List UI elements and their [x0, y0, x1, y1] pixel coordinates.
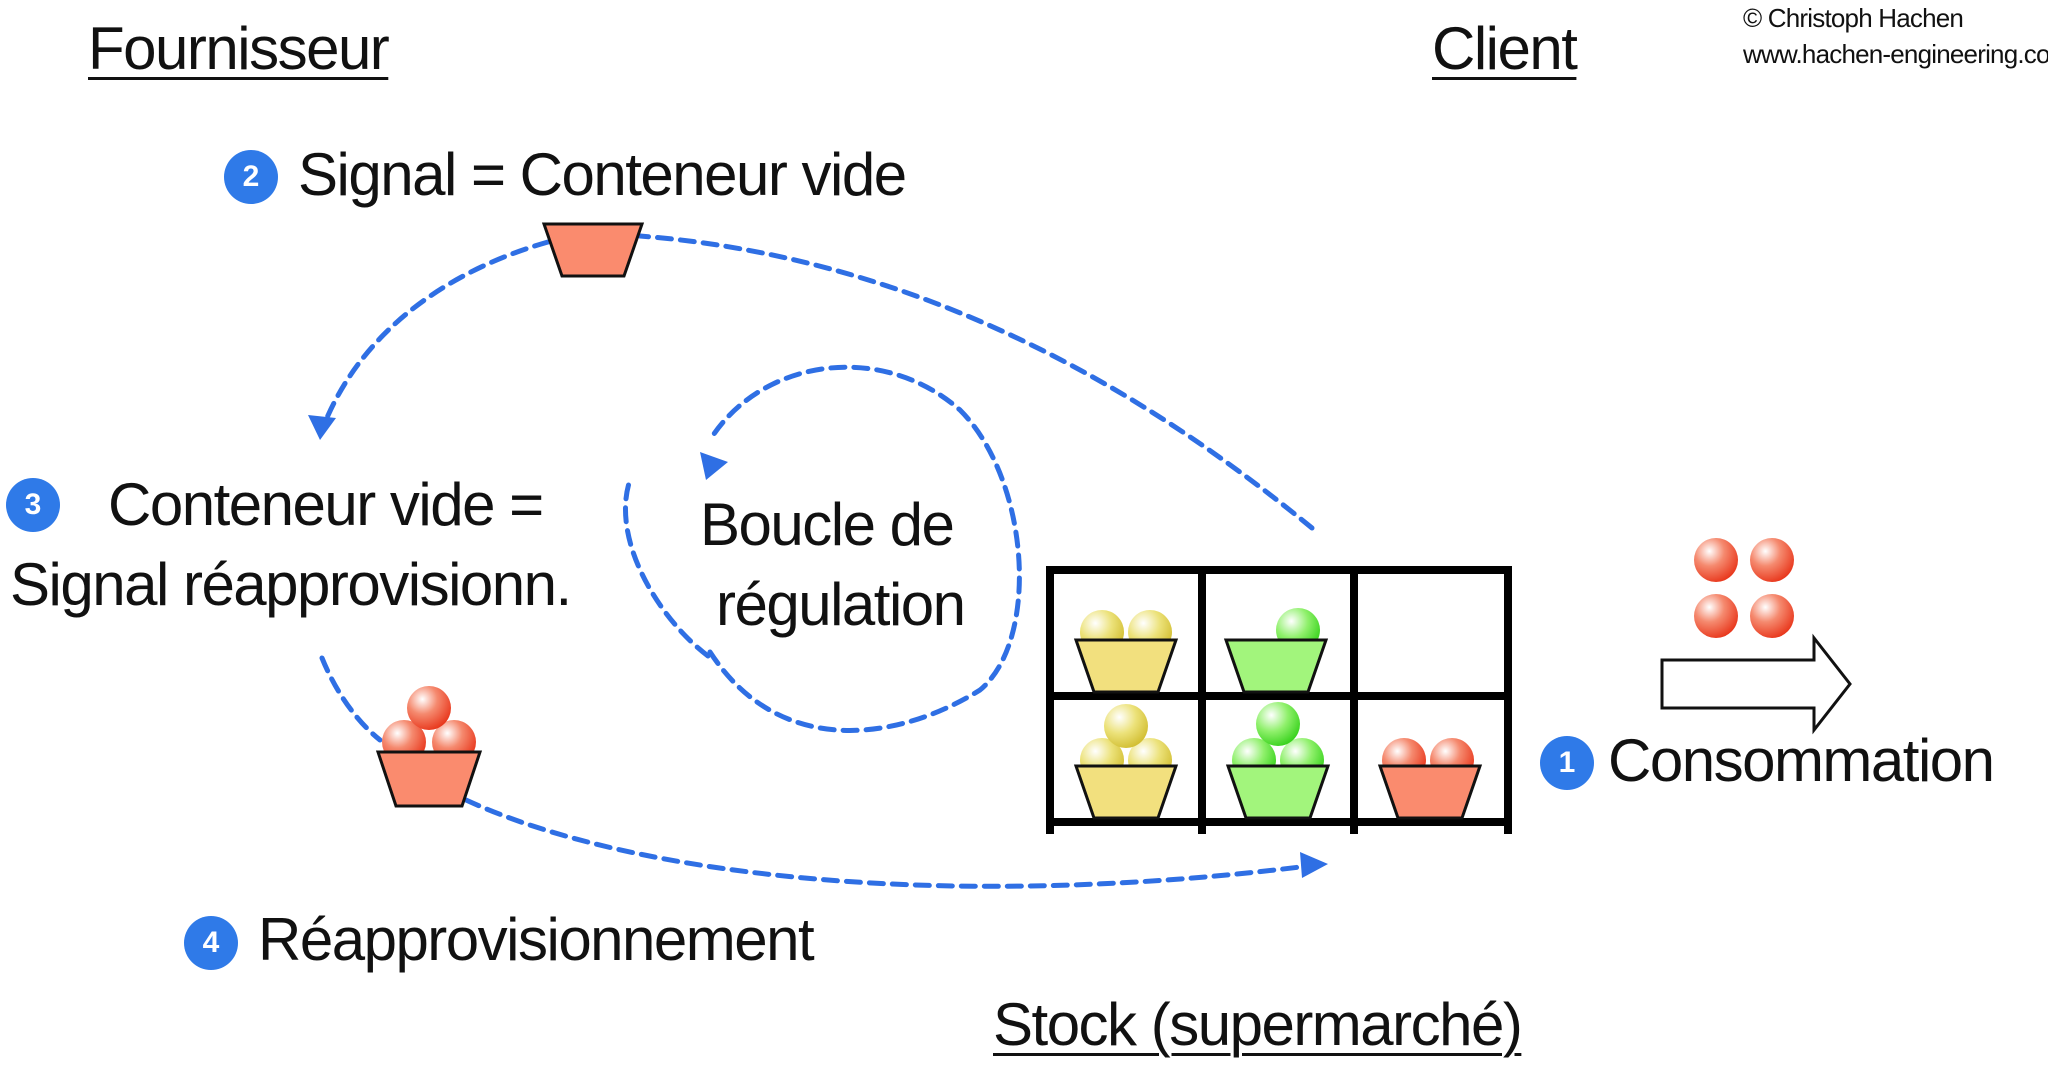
shelf-red-container-bottom: [1377, 738, 1483, 820]
consumption-arrow: [1660, 633, 1852, 735]
regulation-loop-circle: [707, 364, 1022, 733]
stock-header: Stock (supermarché): [993, 991, 1523, 1058]
step-1-label: Consommation: [1608, 727, 1995, 794]
empty-container: [541, 222, 645, 278]
empty-container-arrow: [319, 239, 551, 433]
step-3-label-line2: Signal réapprovisionn.: [10, 551, 572, 618]
shelf-yellow-container-top: [1073, 610, 1179, 694]
loop-label-line2: régulation: [716, 571, 966, 638]
shelf-green-container-top: [1223, 608, 1329, 694]
supermarket-shelf: [1046, 566, 1512, 834]
step-3-badge: 3: [6, 478, 60, 532]
shelf-green-container-bottom: [1225, 702, 1331, 820]
consumed-items: [1694, 538, 1794, 638]
arrow-head-loop: [700, 452, 728, 480]
regulation-loop-arrow: [623, 477, 711, 659]
step-1-badge: 1: [1540, 736, 1594, 790]
full-red-container: [375, 686, 483, 808]
step-3-label-line1: Conteneur vide =: [108, 471, 544, 538]
shelf-yellow-container-bottom: [1073, 704, 1179, 820]
step-2-badge: 2: [224, 150, 278, 204]
website-link[interactable]: www.hachen-engineering.com: [1743, 39, 2048, 69]
supplier-header: Fournisseur: [88, 15, 390, 82]
step-4-label: Réapprovisionnement: [258, 906, 815, 973]
arrow-head-stock: [1300, 852, 1328, 878]
arrow-head-supplier: [308, 415, 336, 440]
container-descend-arrow: [319, 655, 383, 743]
step-2-label: Signal = Conteneur vide: [298, 141, 907, 208]
customer-header: Client: [1432, 15, 1578, 82]
replenishment-arrow: [463, 797, 1311, 889]
loop-label-line1: Boucle de: [700, 491, 955, 558]
step-4-badge: 4: [184, 916, 238, 970]
signal-arrow: [637, 233, 1315, 531]
copyright-line: © Christoph Hachen: [1743, 3, 1964, 33]
